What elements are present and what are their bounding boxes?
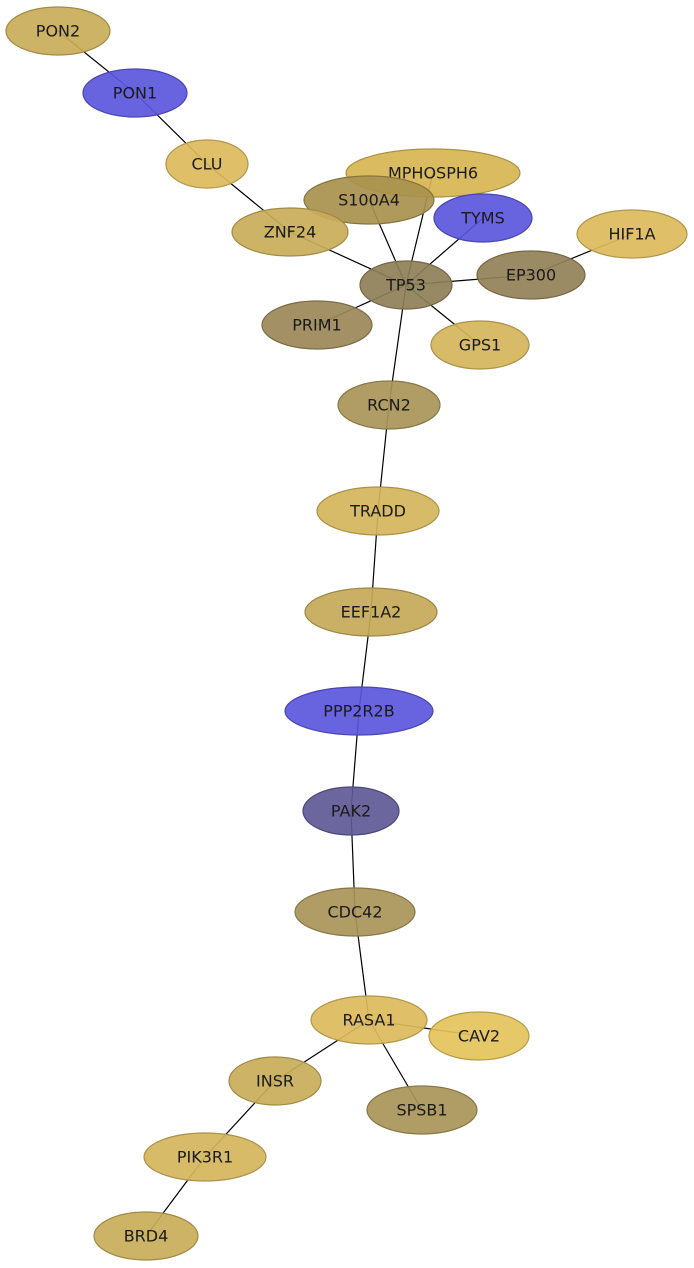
node-cdc42[interactable]: CDC42: [294, 887, 416, 937]
node-shape-pik3r1: [143, 1132, 267, 1182]
node-znf24[interactable]: ZNF24: [231, 207, 349, 257]
node-label-pon2: PON2: [36, 22, 80, 41]
node-ppp2r2b[interactable]: PPP2R2B: [284, 686, 434, 736]
node-shape-rcn2: [337, 380, 441, 430]
node-label-gps1: GPS1: [459, 336, 501, 355]
node-cav2[interactable]: CAV2: [428, 1011, 530, 1061]
node-label-pon1: PON1: [113, 84, 157, 103]
node-label-insr: INSR: [256, 1072, 294, 1091]
node-spsb1[interactable]: SPSB1: [366, 1085, 478, 1135]
node-tyms[interactable]: TYMS: [433, 193, 533, 243]
node-shape-ep300: [476, 250, 586, 300]
node-pik3r1[interactable]: PIK3R1: [143, 1132, 267, 1182]
node-shape-pon2: [5, 6, 111, 56]
node-s100a4[interactable]: S100A4: [303, 175, 435, 225]
node-label-spsb1: SPSB1: [396, 1101, 447, 1120]
node-shape-tradd: [316, 486, 440, 536]
node-shape-pon1: [82, 68, 188, 118]
node-label-tyms: TYMS: [460, 209, 505, 228]
node-label-mphosph6: MPHOSPH6: [388, 164, 478, 183]
node-shape-gps1: [430, 320, 530, 370]
node-rcn2[interactable]: RCN2: [337, 380, 441, 430]
node-label-hif1a: HIF1A: [608, 225, 655, 244]
node-prim1[interactable]: PRIM1: [261, 300, 373, 350]
node-pon1[interactable]: PON1: [82, 68, 188, 118]
node-shape-eef1a2: [304, 587, 438, 637]
node-label-brd4: BRD4: [124, 1227, 169, 1246]
node-tradd[interactable]: TRADD: [316, 486, 440, 536]
node-insr[interactable]: INSR: [228, 1056, 322, 1106]
node-shape-cav2: [428, 1011, 530, 1061]
node-label-znf24: ZNF24: [264, 223, 317, 242]
node-hif1a[interactable]: HIF1A: [576, 209, 688, 259]
node-gps1[interactable]: GPS1: [430, 320, 530, 370]
node-label-prim1: PRIM1: [292, 316, 341, 335]
node-shape-tp53: [359, 260, 453, 310]
node-shape-tyms: [433, 193, 533, 243]
node-shape-znf24: [231, 207, 349, 257]
node-rasa1[interactable]: RASA1: [310, 995, 428, 1045]
node-pak2[interactable]: PAK2: [302, 786, 400, 836]
node-label-cdc42: CDC42: [327, 903, 382, 922]
node-shape-brd4: [93, 1211, 199, 1261]
node-label-tradd: TRADD: [349, 502, 406, 521]
node-label-rcn2: RCN2: [367, 396, 411, 415]
node-ep300[interactable]: EP300: [476, 250, 586, 300]
node-label-ppp2r2b: PPP2R2B: [323, 702, 394, 721]
node-shape-spsb1: [366, 1085, 478, 1135]
node-label-eef1a2: EEF1A2: [341, 603, 402, 622]
node-shape-s100a4: [303, 175, 435, 225]
node-shape-rasa1: [310, 995, 428, 1045]
node-label-pik3r1: PIK3R1: [177, 1148, 233, 1167]
node-shape-prim1: [261, 300, 373, 350]
node-clu[interactable]: CLU: [165, 139, 249, 189]
node-shape-clu: [165, 139, 249, 189]
node-label-pak2: PAK2: [331, 802, 371, 821]
node-label-ep300: EP300: [506, 266, 556, 285]
node-label-s100a4: S100A4: [338, 191, 400, 210]
node-shape-insr: [228, 1056, 322, 1106]
node-label-rasa1: RASA1: [343, 1011, 396, 1030]
node-label-tp53: TP53: [385, 276, 426, 295]
node-label-cav2: CAV2: [458, 1027, 500, 1046]
node-tp53[interactable]: TP53: [359, 260, 453, 310]
node-pon2[interactable]: PON2: [5, 6, 111, 56]
node-shape-pak2: [302, 786, 400, 836]
node-shape-ppp2r2b: [284, 686, 434, 736]
node-eef1a2[interactable]: EEF1A2: [304, 587, 438, 637]
node-shape-cdc42: [294, 887, 416, 937]
node-shape-hif1a: [576, 209, 688, 259]
node-label-clu: CLU: [192, 155, 223, 174]
node-brd4[interactable]: BRD4: [93, 1211, 199, 1261]
